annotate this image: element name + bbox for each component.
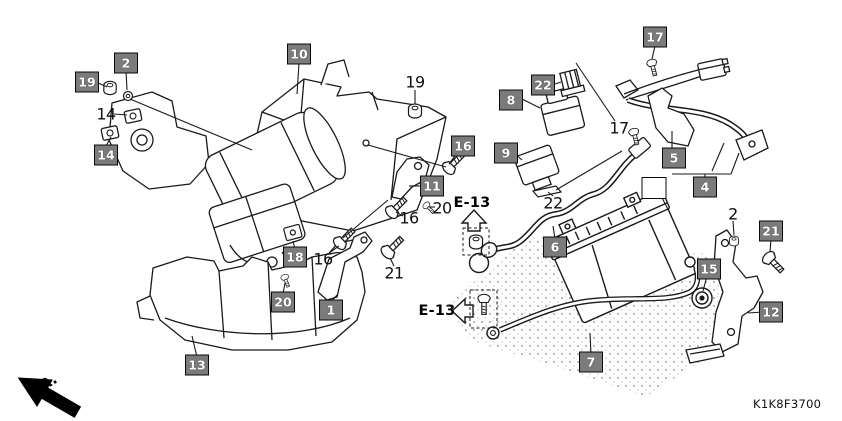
part-cable-7	[486, 267, 701, 340]
part-connector	[697, 57, 731, 81]
part-pad-18	[283, 223, 303, 242]
washer-2-icon	[125, 93, 131, 99]
bolt-21-icon	[378, 232, 408, 262]
part-stay-12	[685, 229, 764, 364]
part-relay-9	[513, 144, 560, 191]
part-fuse-22	[559, 68, 586, 98]
nut-2-icon	[729, 235, 739, 247]
diagram-part-code: K1K8F3700	[753, 397, 822, 411]
part-fuse-blade-22	[531, 185, 563, 198]
screw-20-icon	[421, 200, 437, 216]
flange-nut-icon	[468, 234, 484, 250]
screw-17-icon	[645, 57, 661, 78]
part-cover-13	[136, 239, 366, 351]
part-cable-6	[468, 137, 651, 274]
e13-reference-left	[450, 289, 498, 329]
part-relay-8	[540, 68, 586, 136]
part-battery	[544, 189, 697, 324]
nut-19-icon	[407, 103, 423, 119]
nut-19-icon	[103, 80, 117, 96]
clip-nut-14-icon	[123, 107, 143, 125]
bolt-16-icon	[439, 149, 468, 178]
leader-lines	[95, 45, 772, 358]
e13-reference-up	[460, 208, 490, 256]
part-harness-4-5	[615, 57, 769, 161]
part-stay-1	[317, 231, 373, 301]
bolt-21-icon	[759, 248, 788, 277]
fasteners	[100, 57, 788, 289]
part-modulator-assembly	[108, 59, 447, 271]
part-grommet-15	[691, 287, 713, 309]
fr-direction-arrow-icon	[17, 377, 82, 418]
part-stay-11	[391, 156, 430, 200]
